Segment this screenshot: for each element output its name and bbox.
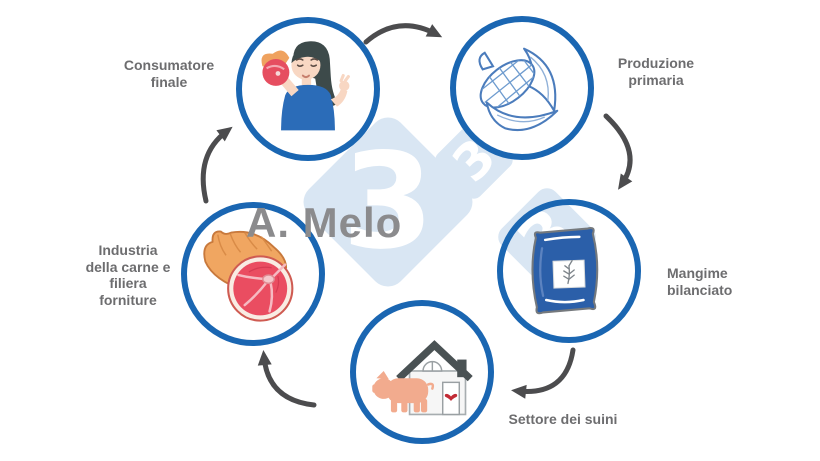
arrow-feed-to-pigs (511, 347, 576, 399)
arrow-production-to-feed (603, 113, 633, 190)
stage-circle-settore-dei-suini (350, 300, 494, 444)
stage-label-settore-dei-suini: Settore dei suini (508, 411, 618, 427)
stage-label-consumatore-finale: Consumatore finale (123, 57, 215, 90)
stage-circle-consumatore-finale (236, 17, 380, 161)
pig-barn-icon (372, 340, 473, 416)
arrow-industry-to-consumer (200, 126, 233, 204)
stage-label-industria-della-carne: Industria della carne e filiera fornitur… (85, 242, 171, 308)
feed-bag-icon (531, 227, 599, 315)
watermark-author: A. Melo (246, 199, 403, 246)
stage-circle-industria-della-carne (181, 202, 325, 346)
arrow-pigs-to-industry (257, 350, 317, 408)
wheat-sprig-icon (563, 259, 575, 285)
corn-cob-icon (478, 47, 559, 132)
woman-eating-ham-icon (261, 41, 350, 131)
pig-icon (372, 370, 429, 413)
ham-icon (203, 230, 294, 322)
stage-circle-mangime-bilanciato (497, 199, 641, 343)
arrow-consumer-to-production (363, 23, 443, 45)
stage-label-produzione-primaria: Produzione primaria (617, 55, 695, 88)
stage-label-mangime-bilanciato: Mangime bilanciato (667, 265, 733, 298)
stage-circle-produzione-primaria (450, 16, 594, 160)
